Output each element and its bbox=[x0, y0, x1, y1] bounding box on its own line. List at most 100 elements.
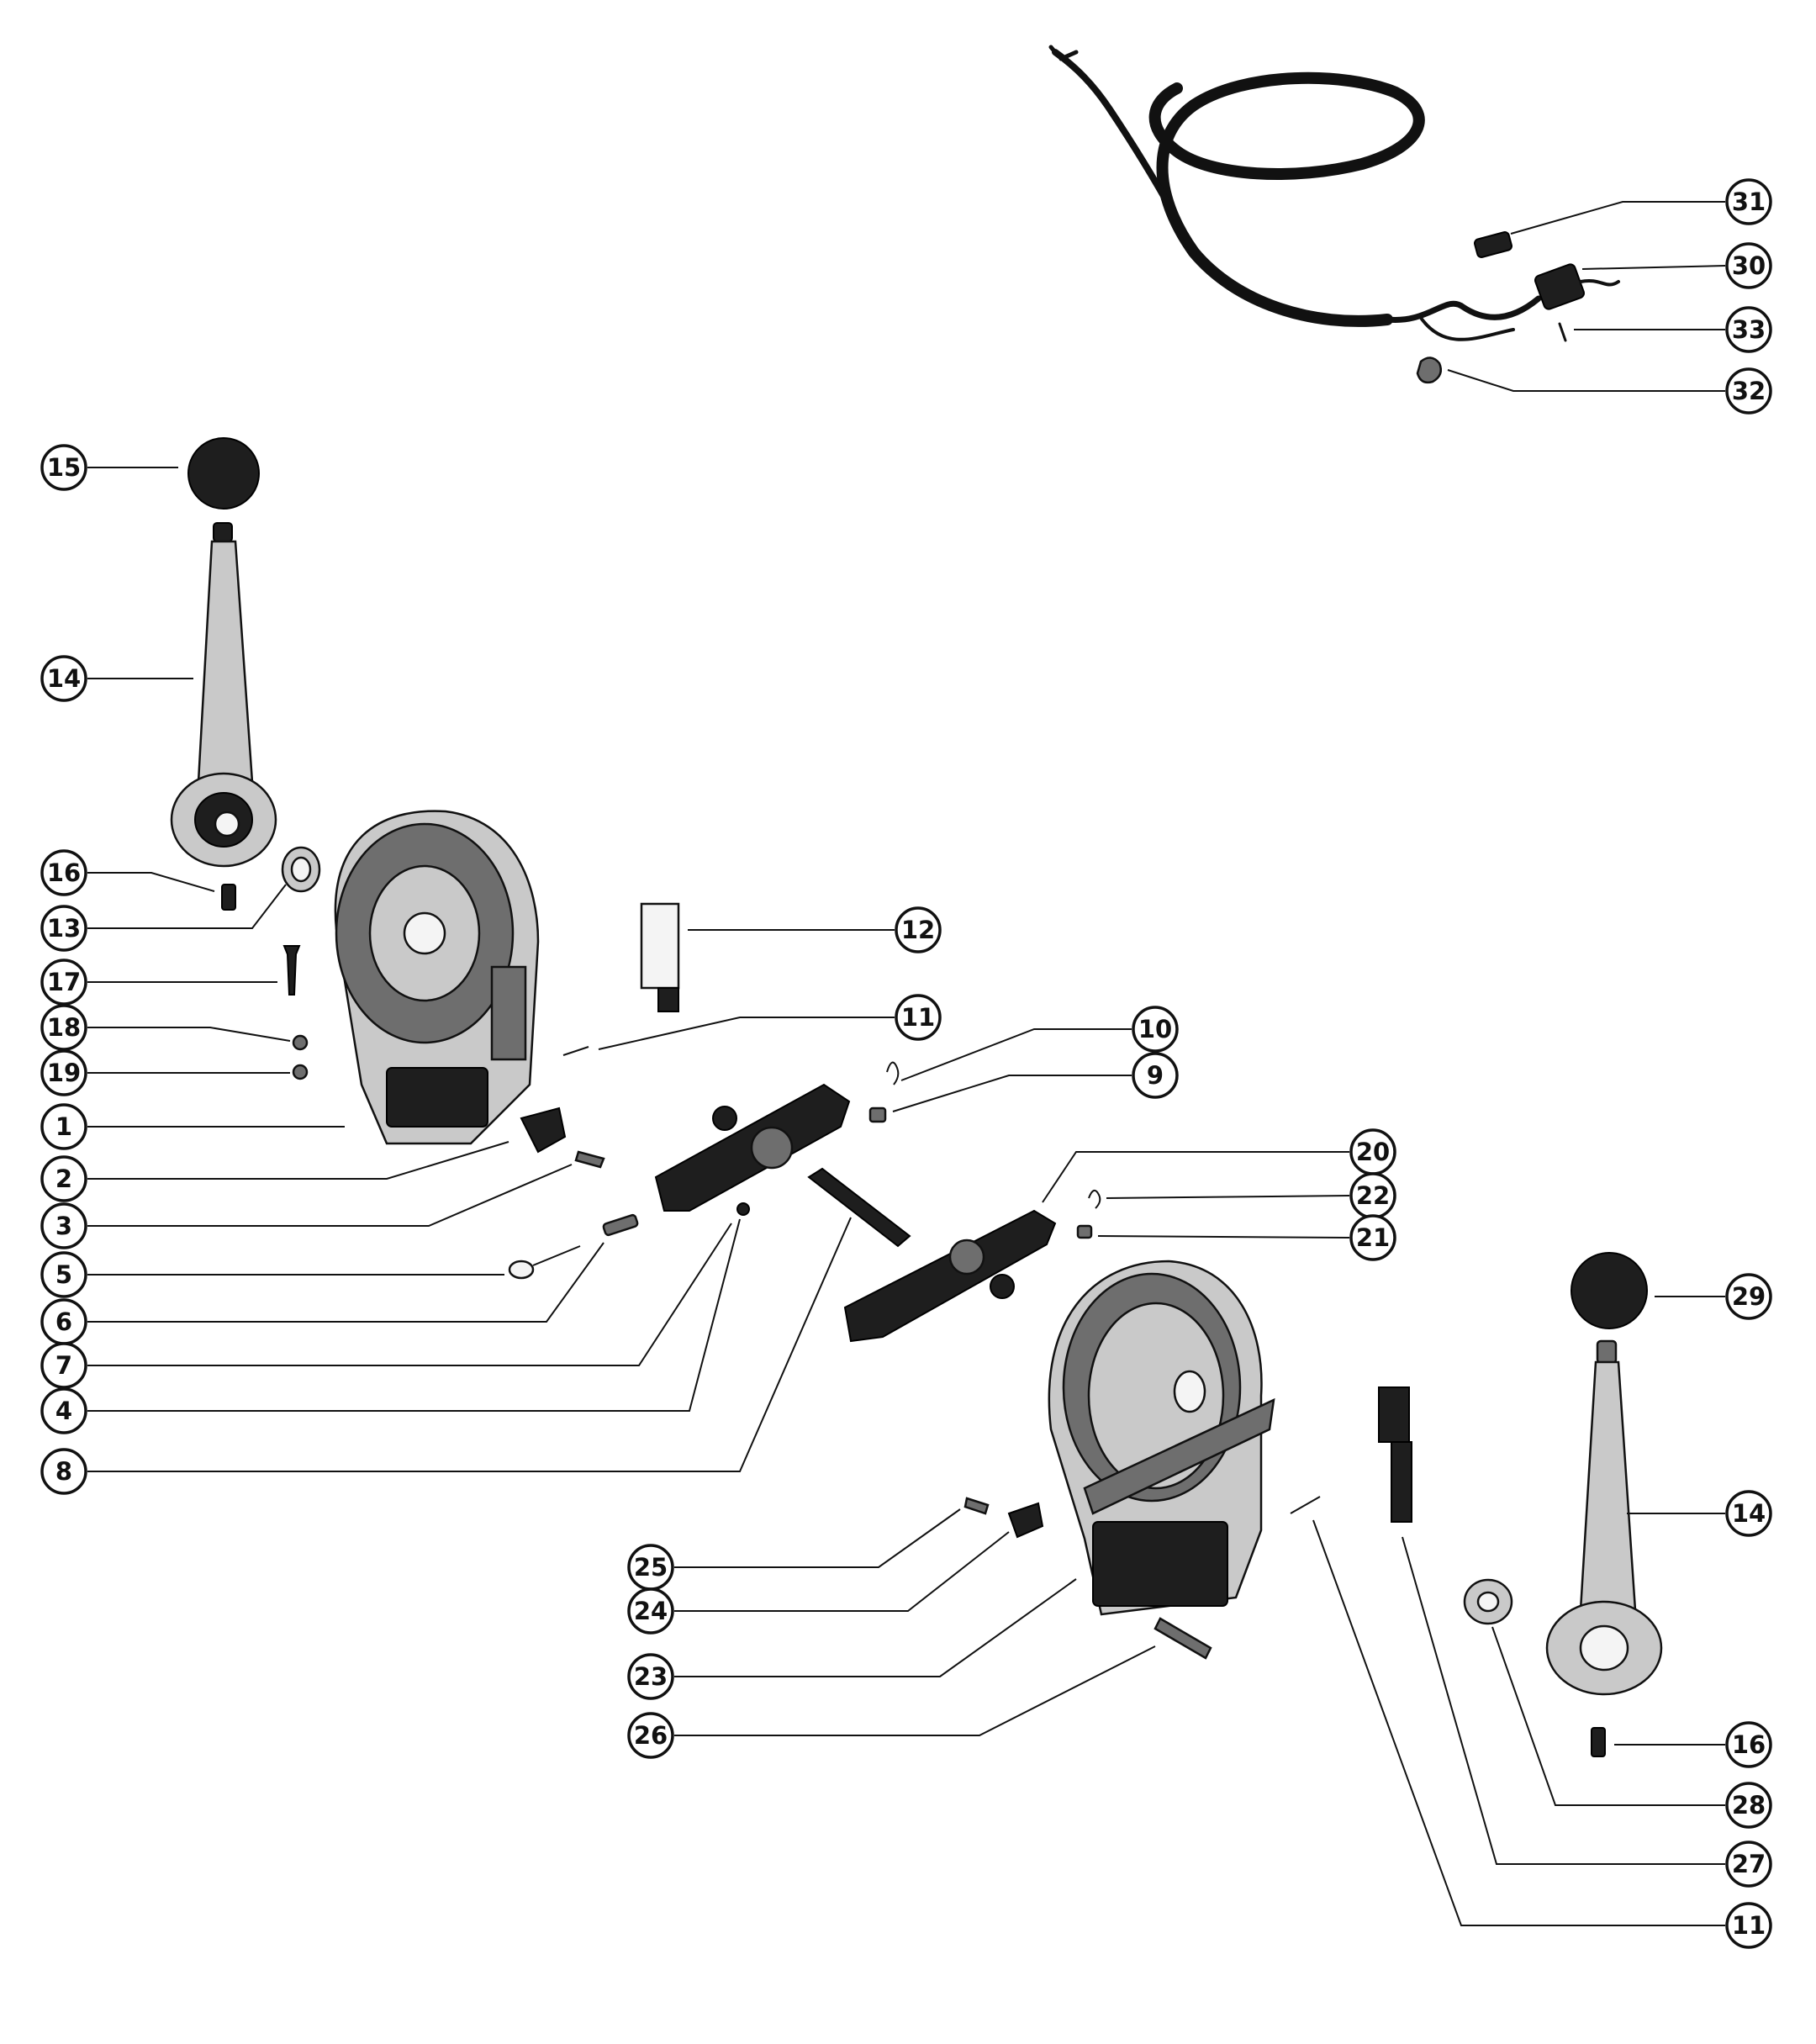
callout-2: 2 bbox=[40, 1155, 87, 1202]
pin-11-lower bbox=[1290, 1496, 1321, 1514]
callout-circle bbox=[40, 1342, 87, 1389]
callout-10: 10 bbox=[1132, 1006, 1179, 1053]
callout-number: 25 bbox=[634, 1553, 668, 1582]
callout-circle bbox=[1132, 1052, 1179, 1099]
callout-14: 14 bbox=[40, 655, 87, 702]
knob-29 bbox=[1571, 1252, 1648, 1329]
nut-18 bbox=[292, 1034, 309, 1051]
callout-circle bbox=[1725, 1721, 1772, 1768]
callout-circle bbox=[1725, 1841, 1772, 1888]
cotter-22 bbox=[1088, 1189, 1101, 1209]
callout-number: 30 bbox=[1732, 251, 1766, 280]
callout-number: 20 bbox=[1356, 1138, 1390, 1166]
callout-32: 32 bbox=[1725, 367, 1772, 415]
callout-circle bbox=[627, 1712, 674, 1759]
callout-circle bbox=[40, 1387, 87, 1434]
cable-end-5 bbox=[508, 1245, 581, 1280]
callout-number: 2 bbox=[55, 1165, 72, 1193]
spring-6 bbox=[602, 1213, 639, 1237]
callout-number: 17 bbox=[47, 968, 81, 996]
shift-lever-upper bbox=[654, 1083, 851, 1212]
callout-15: 15 bbox=[40, 444, 87, 491]
callout-number: 4 bbox=[55, 1397, 72, 1425]
callout-circle bbox=[40, 1155, 87, 1202]
callout-number: 16 bbox=[1732, 1730, 1766, 1759]
callout-16: 16 bbox=[40, 849, 87, 896]
callout-number: 32 bbox=[1732, 377, 1766, 405]
callout-circle bbox=[40, 1251, 87, 1298]
knob-15 bbox=[187, 437, 260, 510]
callout-29: 29 bbox=[1725, 1273, 1772, 1320]
callout-number: 16 bbox=[47, 858, 81, 887]
control-handle-right bbox=[1545, 1339, 1663, 1696]
callout-circle bbox=[1132, 1006, 1179, 1053]
callout-number: 28 bbox=[1732, 1791, 1766, 1820]
callout-circle bbox=[40, 1004, 87, 1051]
callout-number: 12 bbox=[901, 916, 935, 944]
callout-circle bbox=[895, 906, 942, 953]
callout-number: 26 bbox=[634, 1721, 668, 1750]
connector-plug-30 bbox=[1534, 263, 1585, 310]
callout-circle bbox=[627, 1587, 674, 1635]
callout-circle bbox=[1725, 1782, 1772, 1829]
control-housing-left bbox=[334, 810, 540, 1145]
callout-circle bbox=[627, 1653, 674, 1700]
screw-3 bbox=[574, 1150, 605, 1169]
knob-24 bbox=[1007, 1502, 1044, 1539]
callout-circle bbox=[40, 1103, 87, 1150]
callout-7: 7 bbox=[40, 1342, 87, 1389]
callout-circle bbox=[1725, 178, 1772, 225]
callout-circle bbox=[895, 994, 942, 1041]
callout-5: 5 bbox=[40, 1251, 87, 1298]
callout-circle bbox=[1725, 306, 1772, 353]
callout-circle bbox=[1725, 242, 1772, 289]
callout-number: 24 bbox=[634, 1597, 668, 1625]
callout-circle bbox=[40, 905, 87, 952]
callout-19: 19 bbox=[40, 1049, 87, 1096]
callout-circle bbox=[40, 1448, 87, 1495]
callout-30: 30 bbox=[1725, 242, 1772, 289]
callout-4: 4 bbox=[40, 1387, 87, 1434]
callout-3: 3 bbox=[40, 1202, 87, 1249]
shaft-8 bbox=[807, 1167, 911, 1248]
callout-11: 11 bbox=[1725, 1902, 1772, 1949]
callout-6: 6 bbox=[40, 1298, 87, 1345]
grommet-32 bbox=[1416, 357, 1442, 384]
callout-number: 22 bbox=[1356, 1181, 1390, 1210]
cotter-10 bbox=[886, 1061, 900, 1085]
terminal-31 bbox=[1473, 231, 1513, 258]
callout-circle bbox=[40, 655, 87, 702]
callout-circle bbox=[1725, 1273, 1772, 1320]
callout-17: 17 bbox=[40, 959, 87, 1006]
callout-24: 24 bbox=[627, 1587, 674, 1635]
callout-18: 18 bbox=[40, 1004, 87, 1051]
callout-number: 6 bbox=[55, 1307, 72, 1336]
callout-circle bbox=[1349, 1214, 1396, 1261]
callout-27: 27 bbox=[1725, 1841, 1772, 1888]
plate-12 bbox=[640, 902, 680, 1012]
ball-7 bbox=[736, 1202, 750, 1216]
callout-circle bbox=[40, 444, 87, 491]
callout-1: 1 bbox=[40, 1103, 87, 1150]
callout-26: 26 bbox=[627, 1712, 674, 1759]
callout-number: 7 bbox=[55, 1351, 72, 1380]
callout-number: 14 bbox=[1732, 1499, 1766, 1528]
callout-8: 8 bbox=[40, 1448, 87, 1495]
detent-knob-2 bbox=[520, 1107, 567, 1154]
set-screw-left bbox=[221, 884, 236, 911]
callout-circle bbox=[40, 1202, 87, 1249]
bolt-26 bbox=[1153, 1617, 1212, 1660]
callout-number: 9 bbox=[1147, 1061, 1164, 1090]
callout-circle bbox=[1725, 1490, 1772, 1537]
callout-22: 22 bbox=[1349, 1172, 1396, 1219]
control-handle-left bbox=[170, 522, 277, 868]
washer-19 bbox=[292, 1064, 309, 1080]
callout-9: 9 bbox=[1132, 1052, 1179, 1099]
callout-16: 16 bbox=[1725, 1721, 1772, 1768]
callout-31: 31 bbox=[1725, 178, 1772, 225]
callout-circle bbox=[1725, 1902, 1772, 1949]
callout-circle bbox=[1725, 367, 1772, 415]
spring-21 bbox=[1076, 1224, 1093, 1239]
